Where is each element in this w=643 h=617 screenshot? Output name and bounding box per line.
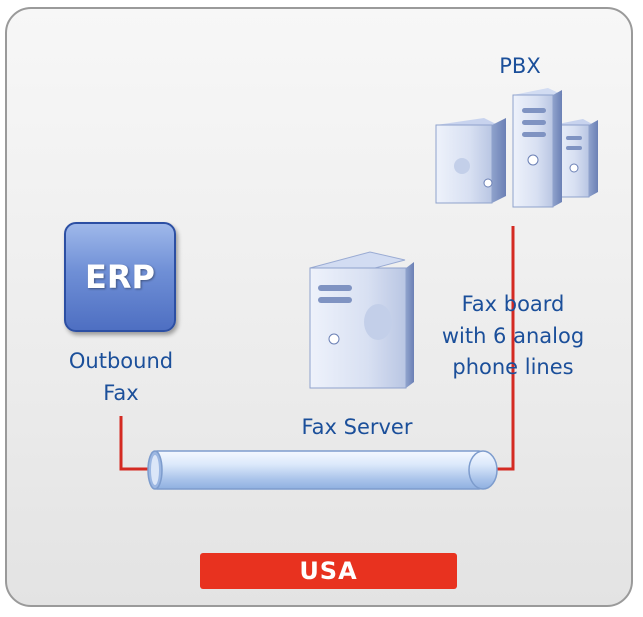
fax-server-label: Fax Server (301, 415, 413, 439)
region-label: USA (299, 557, 358, 585)
pbx-connector (494, 226, 515, 471)
outbound-fax-label-line1: Outbound (68, 349, 174, 373)
fax-board-label-line3: phone lines (452, 355, 574, 379)
erp-block: ERP (64, 222, 176, 332)
erp-connector (119, 416, 160, 471)
network-pipe (147, 450, 498, 490)
pbx-tower-middle (512, 88, 563, 208)
erp-label: ERP (85, 258, 155, 296)
region-badge: USA (200, 553, 457, 589)
outbound-fax-label-line2: Fax (103, 381, 139, 405)
pbx-server-icon (435, 88, 598, 208)
pbx-tower-left (435, 118, 506, 204)
fax-server-icon (309, 251, 414, 389)
fax-board-label-line1: Fax board (461, 292, 565, 316)
fax-board-label-line2: with 6 analog (441, 324, 585, 348)
pbx-label: PBX (499, 54, 541, 78)
connector-lines (119, 226, 515, 471)
